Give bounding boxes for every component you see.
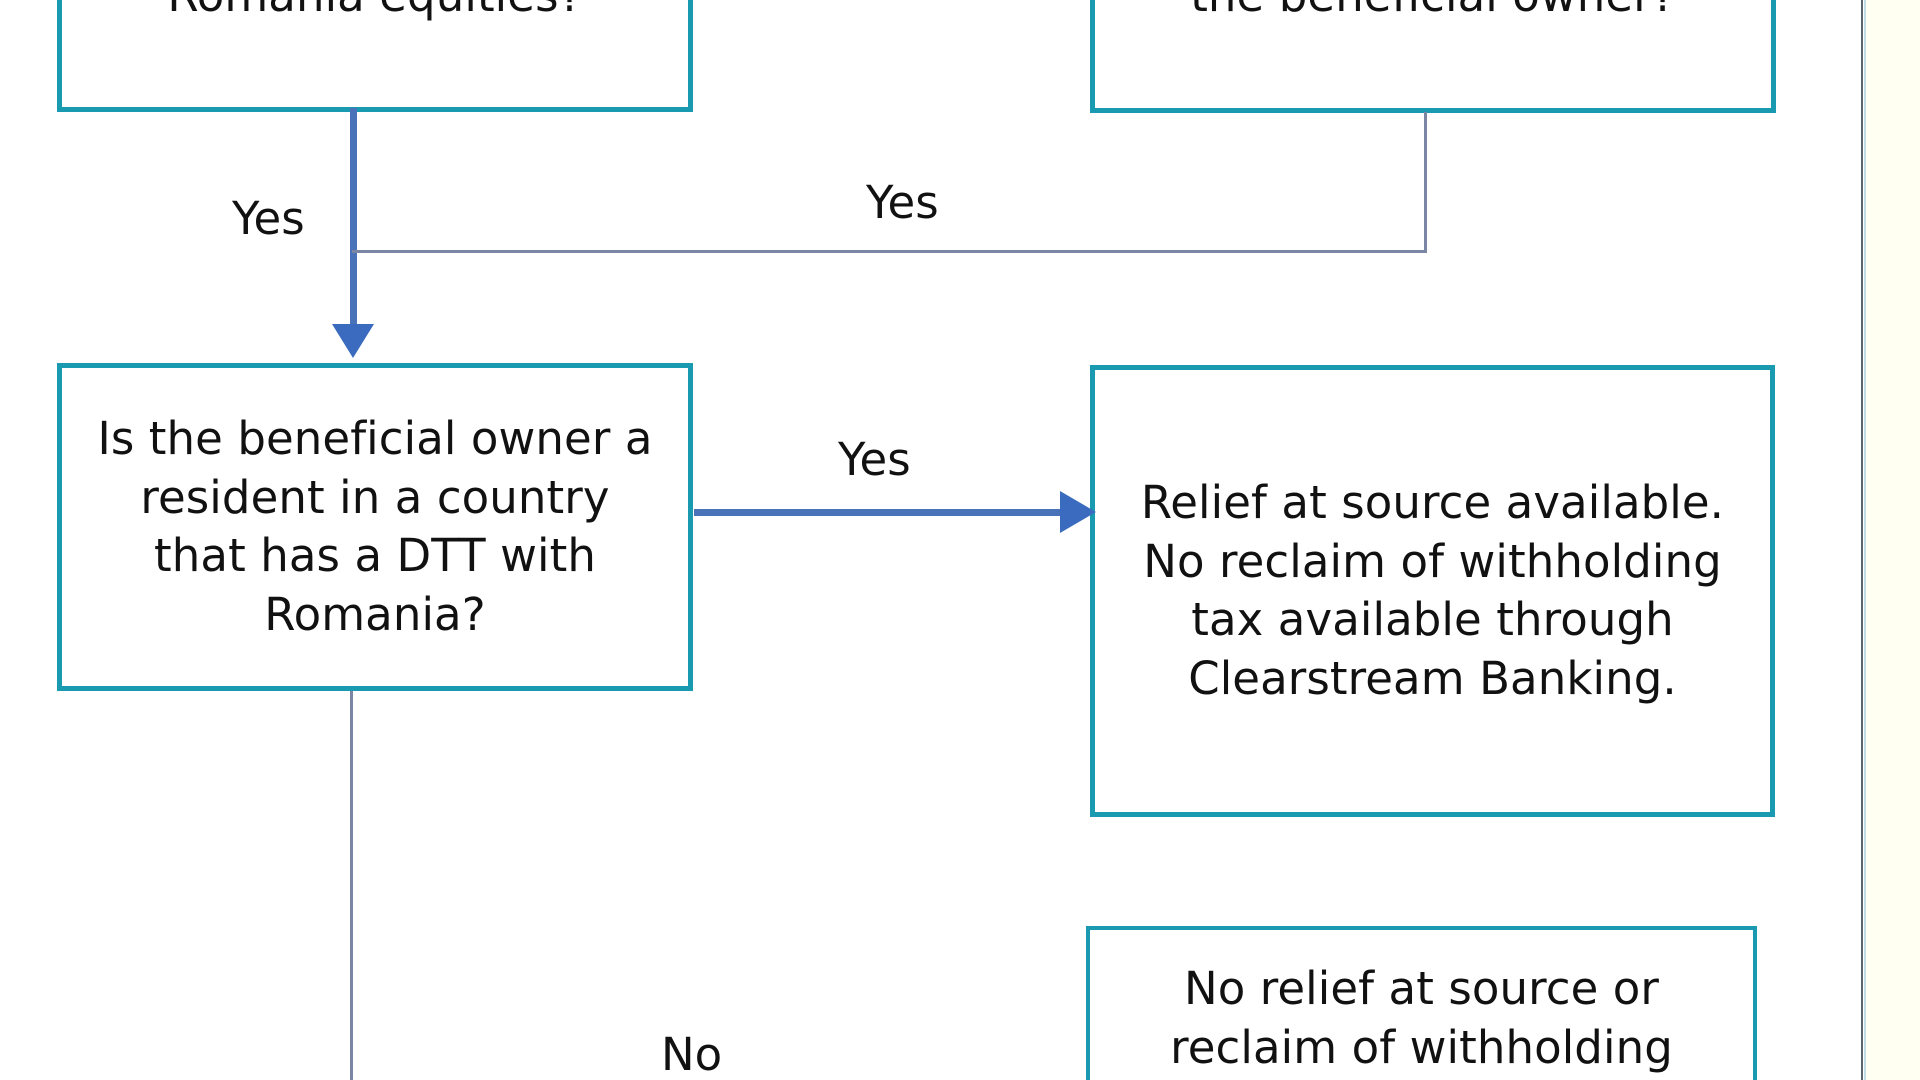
node-beneficial-owner-question: the beneficial owner? xyxy=(1090,0,1776,113)
edge-label-romania-yes: Yes xyxy=(232,192,305,245)
page-margin-rule-highlight xyxy=(1864,0,1866,1080)
node-relief-at-source-outcome: Relief at source available. No reclaim o… xyxy=(1090,365,1775,817)
connector-romania-yes-line xyxy=(350,108,357,330)
node-romania-equities-question-text: Romania equities? xyxy=(88,0,662,25)
edge-label-dtt-yes: Yes xyxy=(838,433,911,486)
page-margin-rule xyxy=(1861,0,1863,1080)
connector-beneficial-owner-yes-vertical xyxy=(1424,112,1427,253)
page-gutter xyxy=(1866,0,1920,1080)
node-no-relief-outcome-text: No relief at source or reclaim of withho… xyxy=(1170,962,1673,1074)
node-romania-equities-question: Romania equities? xyxy=(57,0,693,112)
edge-label-dtt-no: No xyxy=(661,1028,723,1080)
node-dtt-residence-question-text: Is the beneficial owner a resident in a … xyxy=(97,412,653,641)
connector-dtt-no-vertical xyxy=(350,691,353,1080)
connector-beneficial-owner-yes-horizontal xyxy=(352,250,1426,253)
connector-dtt-yes-line xyxy=(694,509,1074,516)
node-relief-at-source-outcome-text: Relief at source available. No reclaim o… xyxy=(1140,476,1725,705)
connector-romania-yes-arrowhead xyxy=(332,324,374,358)
edge-label-beneficial-owner-yes: Yes xyxy=(866,176,939,229)
node-beneficial-owner-question-text: the beneficial owner? xyxy=(1121,0,1745,26)
node-no-relief-outcome: No relief at source or reclaim of withho… xyxy=(1086,926,1757,1080)
connector-dtt-yes-arrowhead xyxy=(1060,491,1096,533)
node-dtt-residence-question: Is the beneficial owner a resident in a … xyxy=(57,363,693,691)
